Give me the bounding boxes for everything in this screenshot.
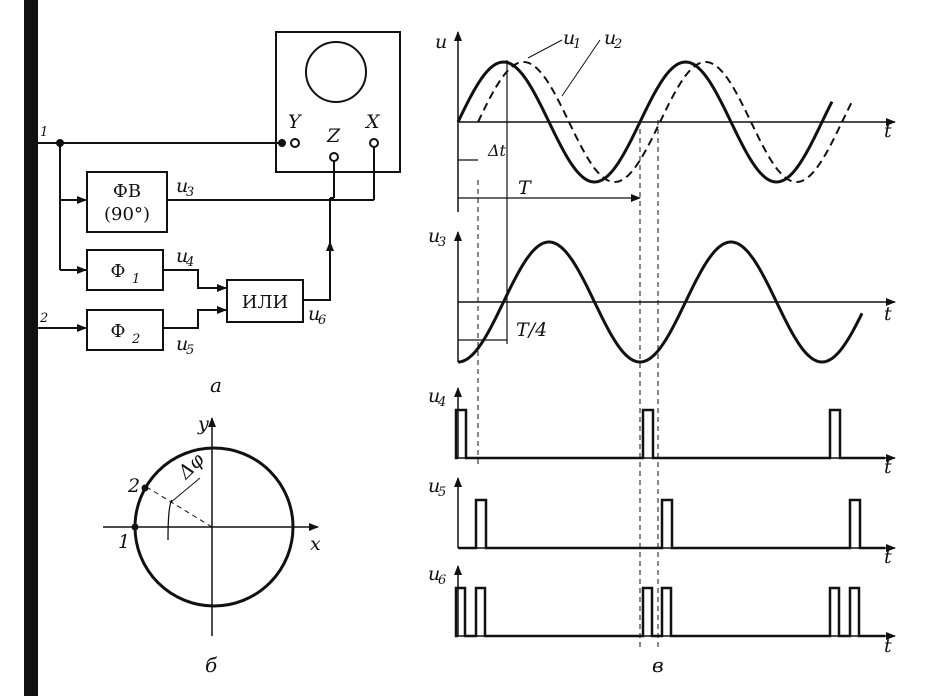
wave-u1: [456, 60, 834, 184]
u4-label: u: [176, 245, 188, 267]
oscilloscope-screen: [305, 41, 367, 103]
point1-label: 1: [118, 531, 130, 553]
u2-curve-label: u: [604, 27, 616, 49]
delta-t-label: Δt: [487, 141, 507, 160]
u1-curve-label: u: [563, 27, 575, 49]
timing-diagrams: u u 1 u 2 u 3 u 4 u 5 u 6 t t t t t Δt T…: [428, 27, 896, 677]
y-junction-dot: [278, 139, 286, 147]
u1-leader: [527, 39, 563, 59]
u5-label: u: [176, 333, 188, 355]
block-diagram-labels: ФВ (90°) Ф 1 Ф 2 ИЛИ Y Z X 1 2 u 3 u 4 u…: [39, 111, 381, 397]
caption-a: а: [210, 373, 222, 397]
delta-phi-leader: [169, 477, 201, 504]
f1-label: Ф: [111, 261, 126, 282]
u3-label-sub: 3: [186, 185, 194, 200]
t-label-3: t: [884, 456, 892, 478]
radius-dashed: [144, 485, 213, 528]
f2-sub: 2: [131, 332, 140, 347]
scope-x-label: X: [364, 111, 381, 133]
u4-axis-sub: 4: [437, 395, 446, 410]
scan-edge-strip: [24, 0, 38, 696]
wave-u2: [477, 60, 853, 184]
delta-phi-arc: [167, 499, 173, 541]
pulses-u5: [458, 498, 885, 550]
terminal-x: [369, 138, 379, 148]
u5-axis-sub: 5: [438, 485, 446, 500]
terminal-z: [329, 152, 339, 162]
or-label: ИЛИ: [242, 292, 288, 313]
u2-curve-sub: 2: [613, 37, 622, 52]
u3-label: u: [176, 175, 188, 197]
scope-z-label: Z: [326, 125, 341, 147]
fv-label: ФВ: [113, 181, 141, 202]
point2-dot: [141, 484, 149, 492]
terminal-y: [290, 138, 300, 148]
lissajous-circle: [103, 417, 319, 636]
waveforms: [454, 60, 885, 638]
pulses-u4: [454, 408, 885, 460]
block-former2: [86, 309, 164, 351]
point2-label: 2: [127, 475, 140, 497]
u5-line: [163, 306, 227, 329]
pulses-u6: [454, 586, 885, 638]
timing-labels: u u 1 u 2 u 3 u 4 u 5 u 6 t t t t t Δt T…: [428, 27, 892, 677]
circle-y-label: y: [197, 413, 209, 435]
u3-axis-label: u: [428, 225, 440, 247]
f2-label: Ф: [111, 321, 126, 342]
fv-angle-label: (90°): [104, 204, 150, 225]
u5-axis-label: u: [428, 475, 440, 497]
wave-u3: [457, 240, 864, 364]
block-phase-shifter: [86, 171, 168, 233]
u4-label-sub: 4: [185, 255, 194, 270]
scope-y-label: Y: [288, 111, 303, 133]
u6-label-sub: 6: [318, 313, 326, 328]
input1-label: 1: [40, 125, 48, 140]
u-axis-label: u: [435, 31, 447, 53]
u4-axis-label: u: [428, 385, 440, 407]
circle-x-label: x: [310, 533, 321, 555]
u3-axis-sub: 3: [438, 235, 446, 250]
oscilloscope-box: [275, 31, 401, 173]
t-label-1: t: [884, 120, 892, 142]
u4-line: [163, 269, 227, 292]
caption-c: в: [652, 653, 664, 677]
u2-leader: [561, 39, 601, 97]
caption-b: б: [205, 653, 218, 677]
u6-axis-label: u: [428, 563, 440, 585]
block-diagram: [38, 31, 401, 351]
t-label-5: t: [884, 635, 892, 657]
quarter-label: T/4: [516, 319, 547, 341]
point1-dot: [131, 523, 139, 531]
u6-label: u: [308, 303, 320, 325]
u6-axis-sub: 6: [438, 573, 446, 588]
input2-label: 2: [39, 311, 48, 326]
junction-dot: [56, 139, 64, 147]
circle-labels: x y 1 2 Δφ б: [118, 413, 321, 677]
t-label-2: t: [884, 303, 892, 325]
u1-curve-sub: 1: [573, 37, 581, 52]
period-label: T: [518, 177, 532, 199]
timing-guides: [458, 39, 659, 650]
f1-sub: 1: [132, 272, 140, 287]
delta-phi-label: Δφ: [173, 448, 209, 484]
t-label-4: t: [884, 546, 892, 568]
u6-line: [303, 240, 331, 301]
u5-label-sub: 5: [186, 343, 194, 358]
